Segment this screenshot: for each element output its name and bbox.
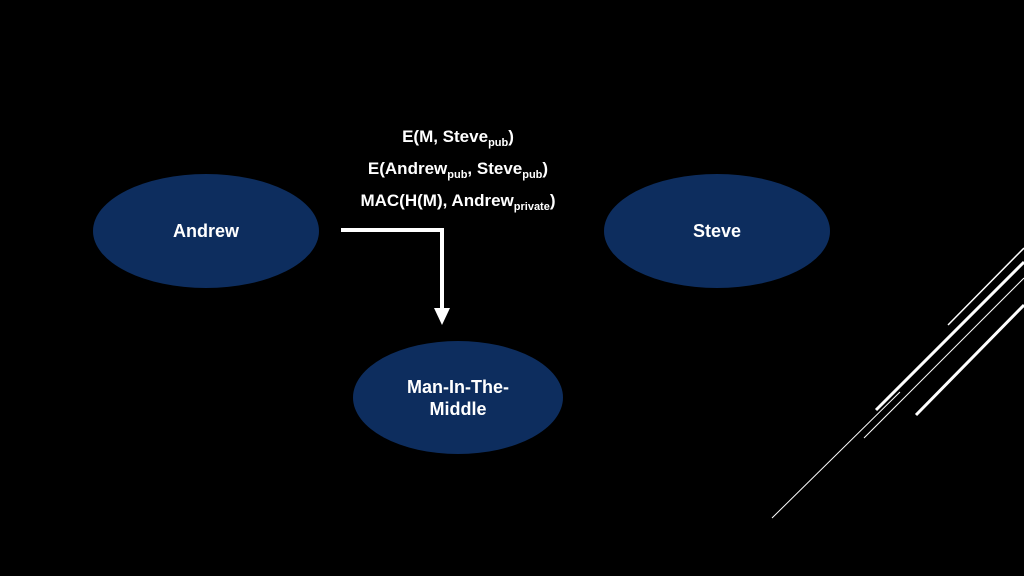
decor-line-2: [874, 260, 1024, 412]
message-mac: MAC(H(M), Andrewprivate): [360, 191, 556, 213]
node-andrew: Andrew: [93, 174, 319, 288]
intercept-arrow-line: [341, 228, 444, 310]
decor-line-3: [863, 277, 1024, 439]
node-mitm-label: Man-In-The-Middle: [407, 376, 509, 419]
intercept-arrow: [341, 228, 450, 325]
decor-line-4: [914, 303, 1024, 417]
message-encrypted-message: E(M, Stevepub): [402, 127, 514, 149]
node-man-in-the-middle: Man-In-The-Middle: [353, 341, 563, 454]
intercept-arrow-head: [434, 308, 450, 325]
node-steve: Steve: [604, 174, 830, 288]
decor-line-1: [947, 247, 1024, 326]
decor-line-5: [771, 391, 901, 519]
node-andrew-label: Andrew: [172, 221, 239, 241]
message-encrypted-public-key: E(Andrewpub, Stevepub): [367, 159, 549, 181]
node-steve-label: Steve: [692, 221, 742, 241]
decorative-lines: [771, 247, 1024, 519]
